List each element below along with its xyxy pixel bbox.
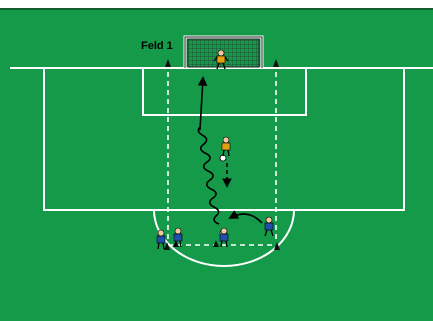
pitch-top-border xyxy=(0,8,433,10)
field-label: Feld 1 xyxy=(141,40,173,52)
